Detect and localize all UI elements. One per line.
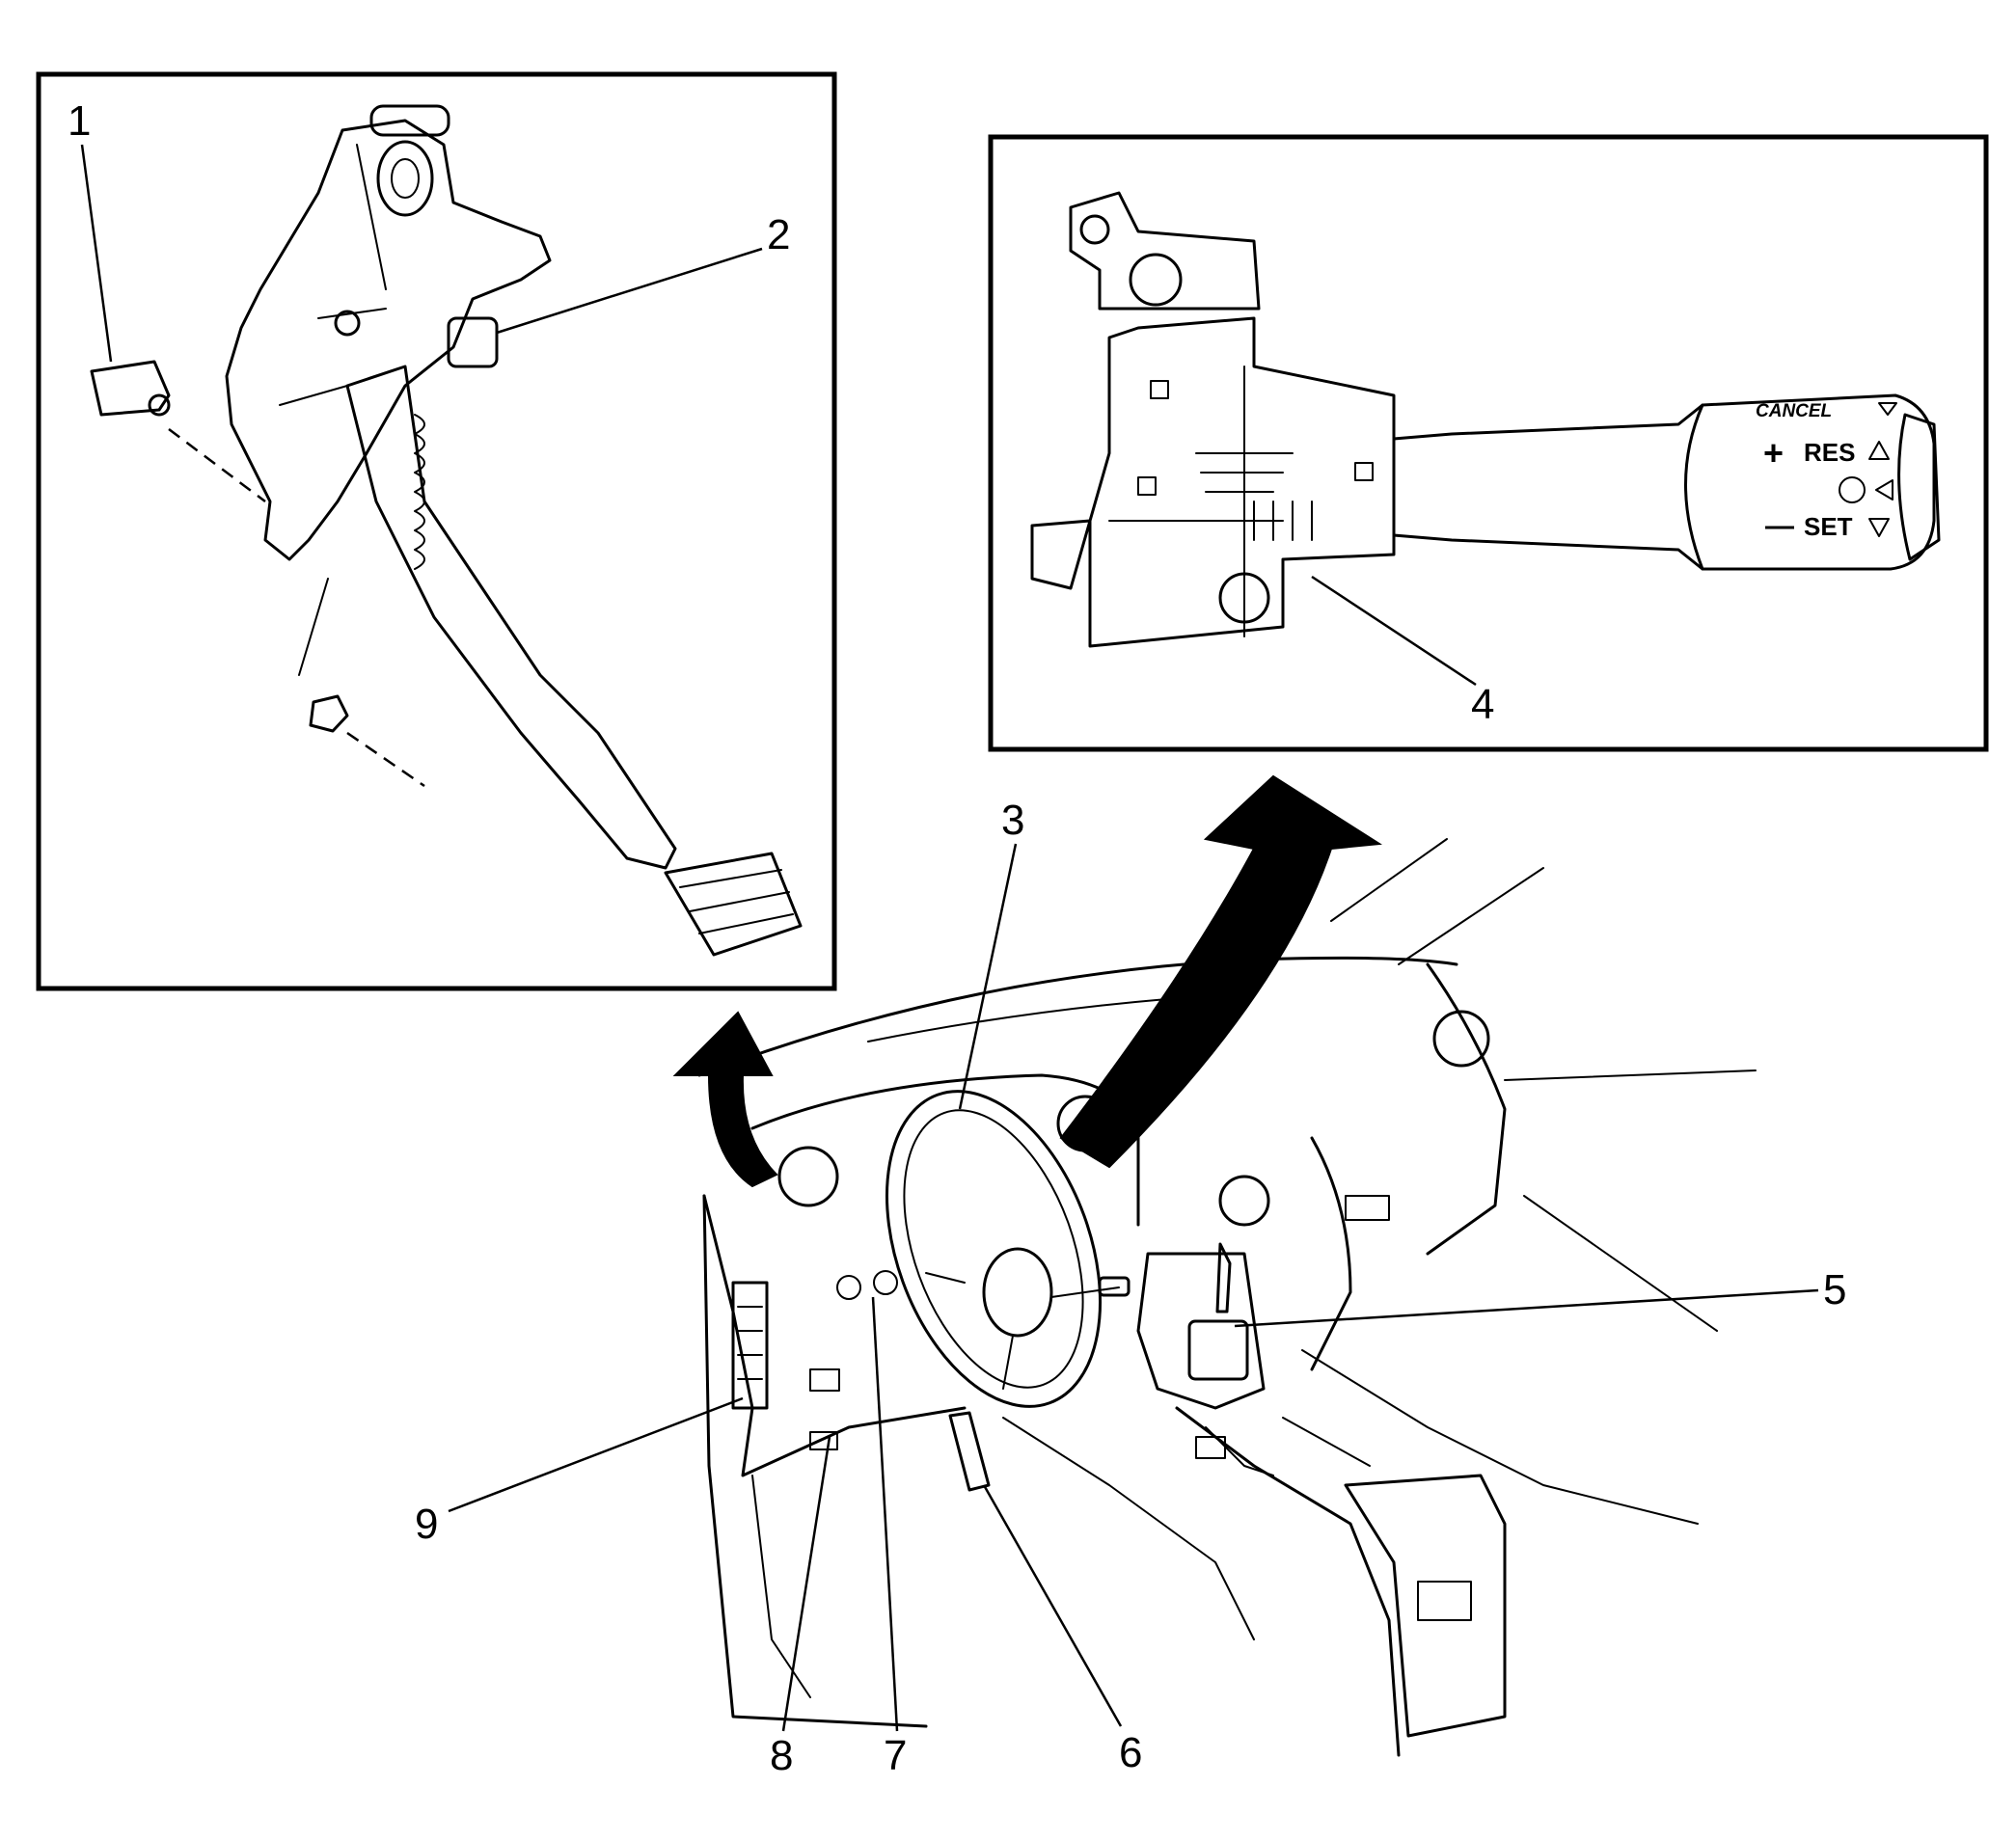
res-up-arrow-icon	[1868, 441, 1890, 460]
shifter-module	[1187, 1319, 1249, 1381]
steering-hub	[982, 1247, 1053, 1338]
pedal-bracket	[225, 119, 552, 561]
leader-9	[448, 1396, 744, 1513]
leader-8	[781, 1436, 831, 1732]
left-vent	[777, 1146, 839, 1207]
lever-end-cap	[1897, 413, 1941, 561]
pedal-inset-frame	[36, 71, 837, 991]
cancel-arrow-icon	[1878, 402, 1897, 416]
leader-2	[496, 247, 763, 335]
cruise-on-icon	[1839, 476, 1866, 503]
leader-1	[80, 144, 113, 363]
arrow-to-pedal-inset	[672, 1011, 778, 1188]
dash-top	[697, 956, 1458, 1077]
switch-install-path	[168, 428, 266, 502]
center-vent	[1056, 1095, 1114, 1152]
instrument-cluster-hood	[750, 1073, 1140, 1227]
accelerator-pedal	[948, 1411, 991, 1492]
lower-dash-left	[702, 1194, 967, 1477]
center-stack	[1136, 1252, 1266, 1410]
brake-pedal-arm	[345, 365, 677, 870]
res-label: RES	[1804, 438, 1855, 467]
callout-7: 7	[884, 1732, 907, 1779]
pivot-shaft	[369, 104, 450, 137]
vehicle-interior	[697, 838, 1757, 1757]
callout-8: 8	[770, 1732, 793, 1779]
cruise-switch-lever	[1392, 393, 1936, 571]
set-label: SET	[1804, 512, 1853, 541]
right-vent	[1432, 1010, 1490, 1068]
set-down-arrow-icon	[1868, 518, 1890, 537]
pedal-inset: 1 2	[36, 71, 837, 991]
leader-6	[982, 1484, 1123, 1727]
callout-9: 9	[415, 1501, 438, 1548]
console-box	[1344, 1474, 1507, 1738]
brake-pedal-position-sensor	[447, 316, 499, 368]
steering-wheel	[885, 1090, 1103, 1408]
leader-5	[1234, 1288, 1819, 1328]
pillar	[1426, 962, 1507, 1256]
plus-symbol: +	[1763, 433, 1784, 473]
shift-lever	[1215, 1242, 1232, 1313]
floor-console-edge	[1175, 1406, 1401, 1757]
callout-6: 6	[1119, 1729, 1142, 1776]
fuse-block	[731, 1281, 769, 1410]
cruise-lever-on-column	[1098, 1276, 1131, 1297]
on-left-arrow-icon	[1875, 479, 1893, 501]
pedal-return-spring	[414, 414, 425, 570]
leader-3	[958, 843, 1018, 1110]
leader-7	[871, 1296, 899, 1732]
switch-mount-flange	[1069, 191, 1261, 311]
return-spring-coil	[376, 140, 434, 217]
callout-4: 4	[1471, 681, 1494, 728]
pedal-mount-nut	[309, 694, 349, 733]
leader-4	[1311, 575, 1477, 687]
callout-3: 3	[1001, 797, 1024, 844]
cruise-switch-body	[1030, 316, 1396, 648]
left-door-edge	[702, 1194, 928, 1728]
arrow-to-switch-inset	[1059, 774, 1382, 1169]
brake-pedal-position-switch	[90, 360, 171, 417]
callout-1: 1	[68, 97, 91, 145]
bracket-nut	[334, 310, 361, 337]
callout-5: 5	[1823, 1266, 1846, 1313]
cruise-switch-inset: CANCEL + RES — SET 4	[988, 134, 1989, 752]
nut-install-path	[346, 731, 425, 788]
callout-2: 2	[767, 211, 790, 258]
cruise-switch-inset-frame	[988, 134, 1989, 752]
cancel-label: CANCEL	[1756, 401, 1832, 421]
minus-symbol: —	[1765, 510, 1794, 542]
brake-pedal-pad	[664, 852, 803, 957]
